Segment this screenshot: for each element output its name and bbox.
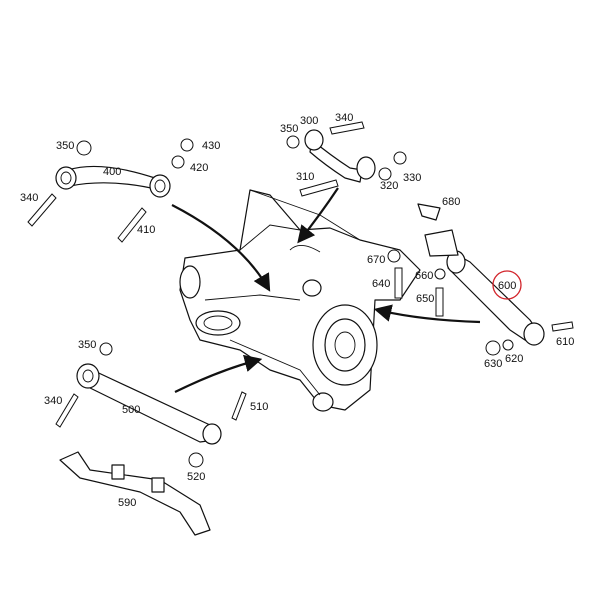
label-340-a: 340 bbox=[20, 192, 38, 204]
label-610: 610 bbox=[556, 336, 574, 348]
part-labels: 350 400 430 420 340 410 300 340 350 310 … bbox=[20, 112, 574, 509]
knuckle-assembly bbox=[179, 189, 421, 412]
label-310: 310 bbox=[296, 171, 314, 183]
hardware bbox=[27, 121, 574, 468]
label-510: 510 bbox=[250, 401, 268, 413]
label-420: 420 bbox=[190, 162, 208, 174]
label-350-c: 350 bbox=[78, 339, 96, 351]
label-520: 520 bbox=[187, 471, 205, 483]
control-arm-400 bbox=[55, 165, 171, 198]
panel-590 bbox=[59, 451, 211, 536]
label-620: 620 bbox=[505, 353, 523, 365]
label-600: 600 bbox=[498, 280, 516, 292]
label-500: 500 bbox=[122, 404, 140, 416]
label-320: 320 bbox=[380, 180, 398, 192]
control-arm-600 bbox=[424, 229, 545, 346]
label-430: 430 bbox=[202, 140, 220, 152]
label-340-b: 340 bbox=[335, 112, 353, 124]
control-arm-300 bbox=[304, 129, 376, 183]
label-340-c: 340 bbox=[44, 395, 62, 407]
label-350-a: 350 bbox=[56, 140, 74, 152]
label-660: 660 bbox=[415, 270, 433, 282]
label-590: 590 bbox=[118, 497, 136, 509]
label-640: 640 bbox=[372, 278, 390, 290]
pointer-arrows bbox=[171, 187, 481, 393]
label-410: 410 bbox=[137, 224, 155, 236]
label-680: 680 bbox=[442, 196, 460, 208]
label-300: 300 bbox=[300, 115, 318, 127]
label-350-b: 350 bbox=[280, 123, 298, 135]
label-650: 650 bbox=[416, 293, 434, 305]
label-400: 400 bbox=[103, 166, 121, 178]
label-630: 630 bbox=[484, 358, 502, 370]
highlight-600-circle bbox=[492, 270, 522, 300]
control-arm-500 bbox=[76, 363, 222, 445]
label-330: 330 bbox=[403, 172, 421, 184]
label-670: 670 bbox=[367, 254, 385, 266]
